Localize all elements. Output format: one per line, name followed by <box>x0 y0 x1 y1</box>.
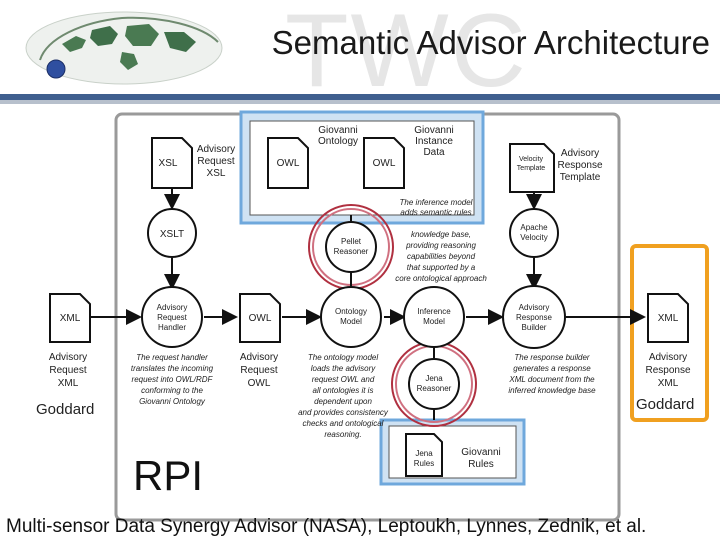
velocity-template-doc-icon <box>509 143 555 193</box>
ontology-model-label: Ontology <box>335 307 367 316</box>
apache-velocity-node <box>509 208 559 258</box>
apache-velocity-label: Apache <box>520 223 548 232</box>
footer-citation: Multi-sensor Data Synergy Advisor (NASA)… <box>6 516 647 537</box>
xml-out-label: XML <box>658 313 679 324</box>
advisory-request-xml-caption: Advisory <box>49 352 87 363</box>
goddard-left-label: Goddard <box>36 401 94 418</box>
inference-model-node <box>403 286 465 348</box>
giovanni-rules-label: Giovanni <box>461 447 500 458</box>
giovanni-ontology-label: Giovanni <box>318 125 357 136</box>
jena-rules-label: Jena <box>415 449 433 458</box>
inference-note: The inference model <box>400 198 473 207</box>
xml-in-label: XML <box>60 313 81 324</box>
xsl-doc-label: XSL <box>159 158 178 169</box>
advisory-request-owl-caption: Advisory <box>240 352 278 363</box>
advisory-response-builder-node <box>502 285 566 349</box>
owl-doc-icon-1 <box>267 137 309 189</box>
handler-note: The request handler <box>136 353 208 362</box>
advisory-request-handler-node <box>141 286 203 348</box>
watermark: TWC <box>285 0 528 109</box>
owl-doc-label-2: OWL <box>373 158 396 169</box>
advisory-request-xsl-line-1: Advisory <box>197 144 235 155</box>
globe-logo-icon <box>25 11 223 85</box>
jena-reasoner-node <box>408 358 460 410</box>
owl-doc-icon-2 <box>363 137 405 189</box>
xslt-label: XSLT <box>160 229 184 240</box>
xslt-node <box>147 208 197 258</box>
owl-request-label: OWL <box>249 313 272 324</box>
velocity-template-label: Velocity <box>519 156 544 163</box>
output-highlight <box>630 244 709 422</box>
inference-model-label: Inference <box>417 307 451 316</box>
goddard-right-label: Goddard <box>636 396 694 413</box>
header-divider-bar <box>0 94 720 100</box>
xsl-doc-icon <box>151 137 193 189</box>
pellet-note: knowledge base, <box>411 230 471 239</box>
pellet-reasoner-label: Pellet <box>341 237 362 246</box>
xml-in-doc-icon <box>49 293 91 343</box>
header: TWC Semantic Advisor Architecture <box>0 0 720 109</box>
jena-reasoner-label: Jena <box>425 374 443 383</box>
request-handler-label: Advisory <box>157 303 188 312</box>
builder-note: The response builder <box>514 353 589 362</box>
rpi-label: RPI <box>133 452 204 499</box>
owl-doc-label-1: OWL <box>277 158 300 169</box>
advisory-response-xml-caption: Advisory <box>649 352 687 363</box>
ontology-note: The ontology model <box>308 353 378 362</box>
jena-rules-doc-icon <box>405 433 443 477</box>
advisory-response-template-label: Advisory <box>561 148 599 159</box>
owl-request-doc-icon <box>239 293 281 343</box>
svg-text:knowledge base,providing reaso: knowledge base,providing reasoningcapabi… <box>395 230 487 283</box>
giovanni-instance-data-label: Giovanni <box>414 125 453 136</box>
page-title: Semantic Advisor Architecture <box>271 24 710 61</box>
response-builder-label: Advisory <box>519 303 550 312</box>
ontology-model-node <box>320 286 382 348</box>
header-divider-shadow <box>0 100 720 104</box>
xml-out-doc-icon <box>647 293 689 343</box>
pellet-reasoner-node <box>325 221 377 273</box>
